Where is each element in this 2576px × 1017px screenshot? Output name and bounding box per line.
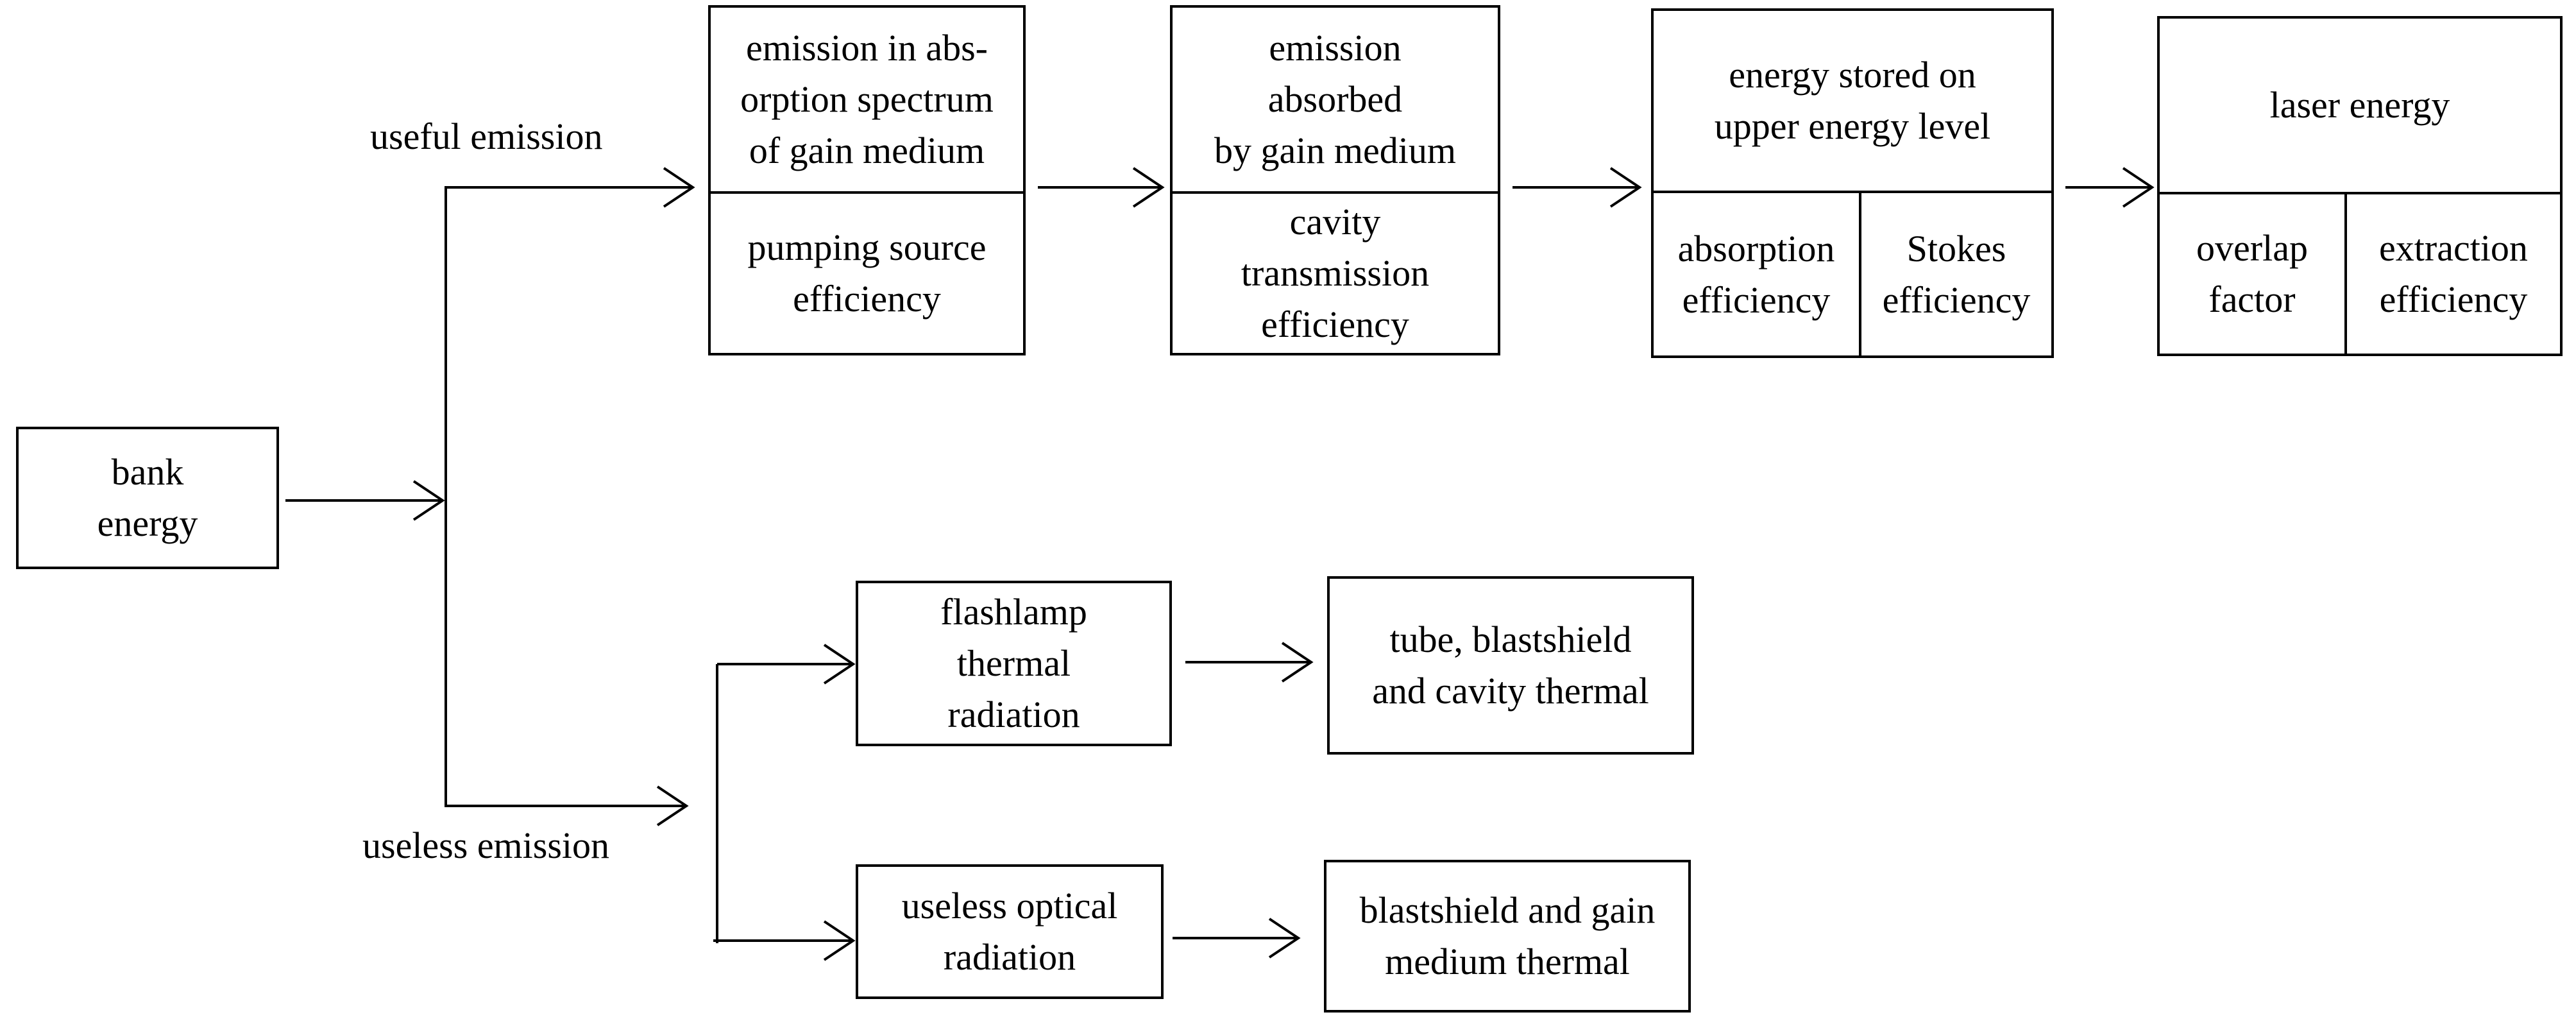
box-divider [1173, 191, 1498, 194]
emission-in-absorption-label: emission in abs- orption spectrum of gai… [740, 27, 994, 171]
emission-absorbed-label: emission absorbed by gain medium [1214, 27, 1456, 171]
emission-in-absorption-box: emission in abs- orption spectrum of gai… [708, 5, 1026, 355]
arrowhead-useful [663, 167, 695, 208]
arrowhead-stored [1609, 167, 1642, 208]
energy-stored-box: energy stored on upper energy level abso… [1651, 8, 2054, 358]
box-divider-vertical [2344, 194, 2347, 354]
box-divider [711, 191, 1023, 194]
energy-stored-label: energy stored on upper energy level [1714, 54, 1991, 147]
overlap-factor-label: overlap factor [2196, 227, 2308, 320]
useful-emission-label: useful emission [370, 115, 603, 157]
blastshield-gain-box: blastshield and gain medium thermal [1324, 860, 1691, 1013]
emission-absorbed-box: emission absorbed by gain medium cavity … [1170, 5, 1500, 355]
flashlamp-thermal-box: flashlamp thermal radiation [856, 581, 1172, 746]
arrowhead-absorbed [1132, 167, 1165, 208]
arrowhead-blastshield [1268, 918, 1301, 959]
laser-energy-label: laser energy [2269, 84, 2450, 126]
flashlamp-thermal-label: flashlamp thermal radiation [940, 591, 1087, 735]
pumping-source-efficiency-label: pumping source efficiency [747, 226, 987, 320]
bank-energy-label: bank energy [97, 451, 198, 544]
tube-blastshield-box: tube, blastshield and cavity thermal [1327, 576, 1694, 755]
useless-emission-label: useless emission [362, 825, 610, 866]
blastshield-gain-label: blastshield and gain medium thermal [1359, 889, 1656, 982]
useless-optical-box: useless optical radiation [856, 864, 1164, 999]
arrowhead-useless [656, 785, 689, 826]
arrowhead-bank [412, 480, 445, 521]
arrowhead-useless-optical [823, 920, 856, 961]
box-divider [1654, 191, 2051, 193]
laser-energy-box: laser energy overlap factor extraction e… [2157, 16, 2563, 356]
stokes-efficiency-label: Stokes efficiency [1882, 227, 2031, 321]
extraction-efficiency-label: extraction efficiency [2379, 227, 2528, 320]
box-divider [2160, 192, 2560, 194]
arrowhead-flashlamp [823, 644, 856, 685]
box-divider-vertical [1859, 193, 1861, 355]
cavity-transmission-efficiency-label: cavity transmission efficiency [1241, 201, 1430, 345]
arrowhead-tube [1281, 642, 1314, 683]
absorption-efficiency-label: absorption efficiency [1677, 227, 1835, 321]
tube-blastshield-label: tube, blastshield and cavity thermal [1372, 619, 1649, 712]
bank-energy-box: bank energy [16, 427, 279, 569]
arrowhead-laser [2122, 167, 2155, 208]
useless-optical-label: useless optical radiation [901, 885, 1118, 978]
